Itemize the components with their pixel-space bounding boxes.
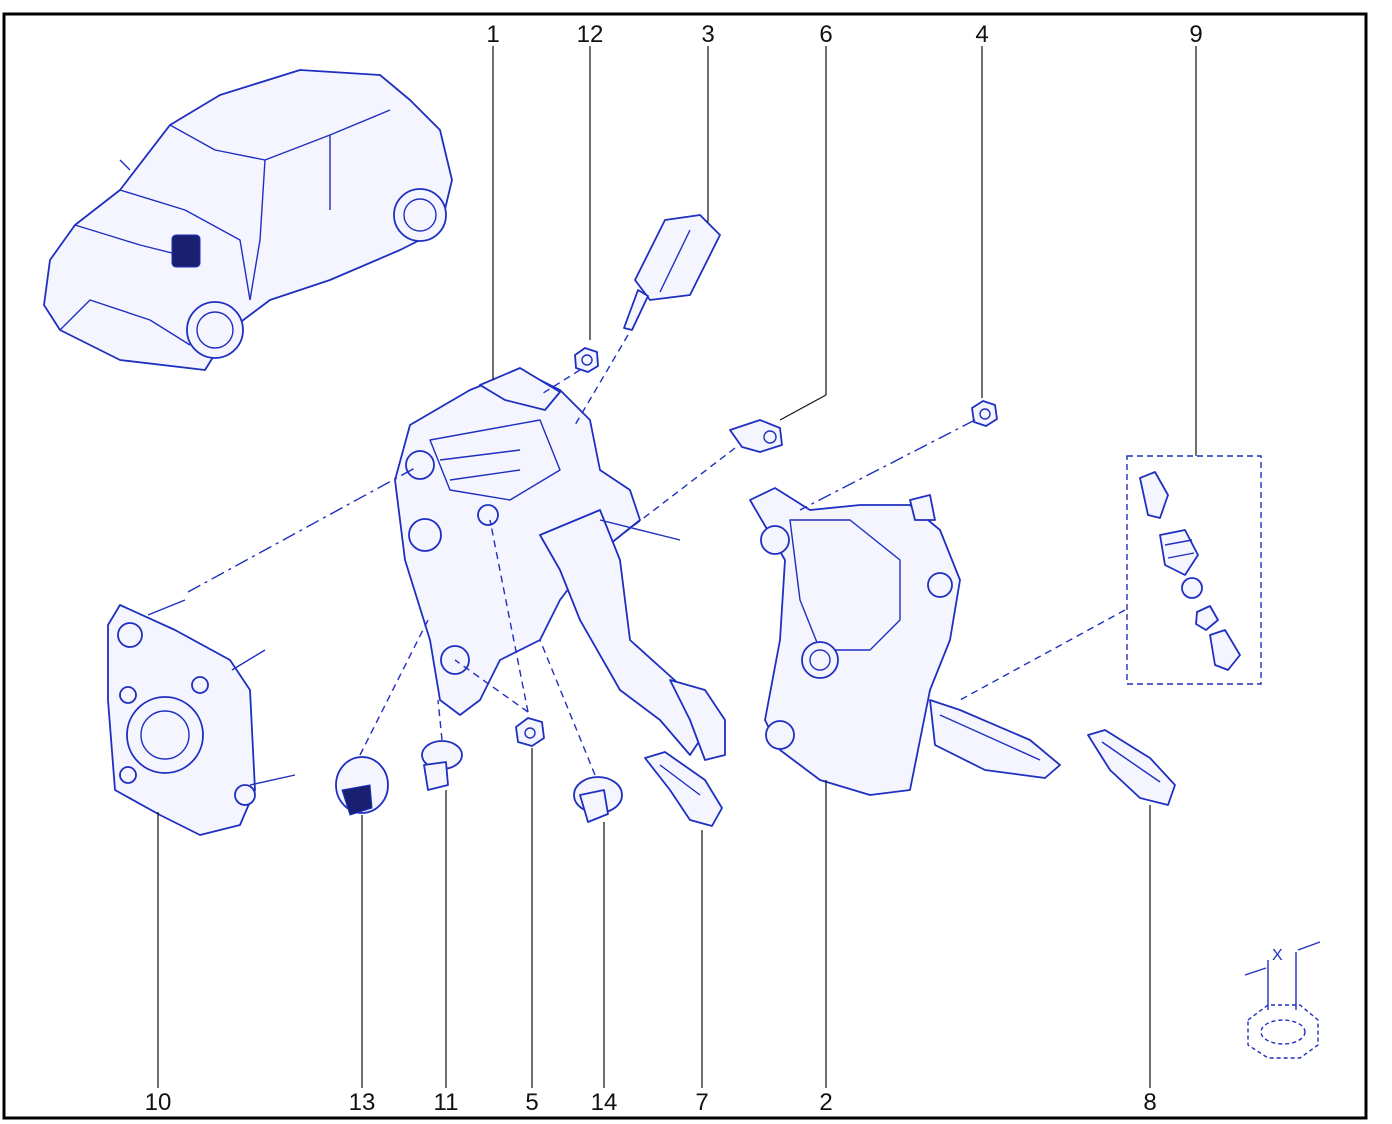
pad-part-7: [644, 751, 723, 827]
nut-part-5: [515, 717, 545, 747]
switch-part-3: [623, 214, 721, 331]
callout-2: 2: [819, 1089, 832, 1116]
leader-lines: [157, 46, 1197, 1088]
pad-part-13: [335, 756, 389, 816]
callout-9: 9: [1189, 21, 1202, 48]
pedal-part-2: [749, 487, 1061, 796]
bracket-part-10: [107, 599, 296, 836]
callout-11: 11: [434, 1089, 459, 1116]
nut-part-4: [971, 400, 998, 427]
callout-6: 6: [819, 21, 832, 48]
callout-10: 10: [145, 1089, 172, 1116]
car-illustration: [43, 69, 453, 371]
detail-x-label: X: [1272, 947, 1283, 964]
nut-part-12: [574, 347, 599, 373]
callout-3: 3: [701, 21, 714, 48]
clip-part-6: [729, 419, 783, 453]
callout-7: 7: [695, 1089, 708, 1116]
bushing-part-11: [421, 740, 463, 791]
callout-8: 8: [1143, 1089, 1156, 1116]
callout-12: 12: [577, 21, 604, 48]
pedal-box-part-1: [394, 367, 726, 761]
callout-numbers: 1 12 3 6 4 9 10 13 11 5 14 7 2 8: [145, 21, 1203, 1116]
bushing-part-14: [573, 776, 623, 823]
nut-detail-x: X: [1244, 941, 1321, 1059]
callout-14: 14: [591, 1089, 618, 1116]
assembly-lines: [187, 334, 1126, 776]
pad-part-8: [1087, 729, 1176, 806]
callout-13: 13: [349, 1089, 376, 1116]
callout-5: 5: [525, 1089, 538, 1116]
spring-kit-part-9: [1126, 455, 1262, 685]
callout-1: 1: [486, 21, 499, 48]
callout-4: 4: [975, 21, 988, 48]
